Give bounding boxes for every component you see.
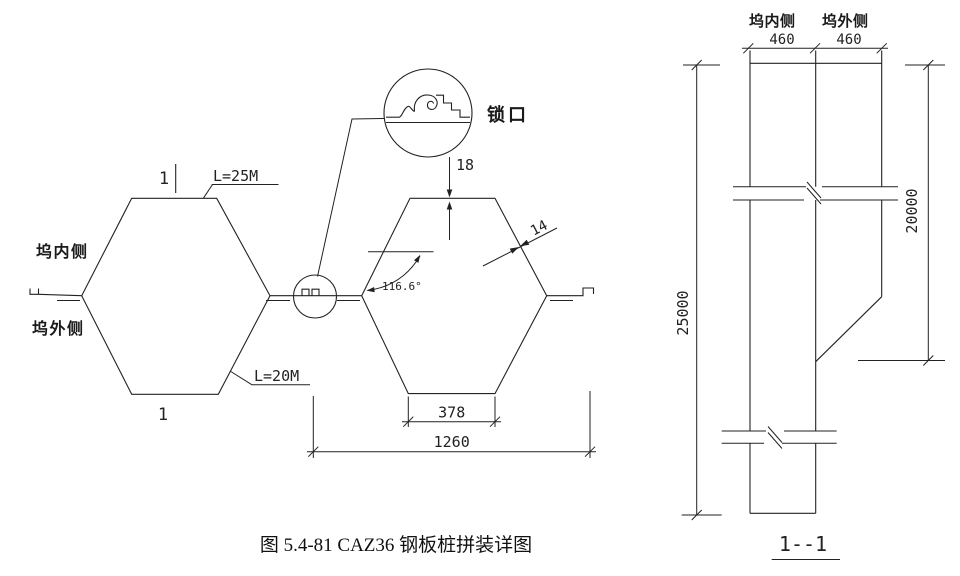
plan-view: 1 1 L=25M L=20M 坞内侧 坞外侧 锁口 18 — [29, 68, 596, 458]
left-interlock-connector — [29, 288, 82, 302]
outer-pile-diagonal-cut — [815, 296, 883, 363]
svg-text:L=20M: L=20M — [254, 367, 299, 385]
interlock-label: 锁口 — [487, 104, 529, 125]
length-label-20m: L=20M — [229, 367, 310, 386]
dim-1260: 1260 — [307, 391, 596, 458]
svg-text:18: 18 — [456, 156, 474, 174]
plan-label-dock-outer: 坞外侧 — [32, 319, 85, 338]
dim-460-pair: 460 460 — [742, 32, 888, 54]
break-symbol-upper — [733, 181, 898, 205]
dim-20000: 20000 — [858, 59, 945, 366]
section-mark-top: 1 — [159, 169, 169, 189]
right-interlock-connector — [546, 287, 595, 302]
dim-378: 378 — [402, 396, 501, 428]
elevation-view: 坞内侧 坞外侧 460 460 — [674, 12, 945, 561]
elev-label-dock-outer: 坞外侧 — [822, 12, 869, 30]
break-symbol-lower — [721, 426, 837, 449]
svg-text:L=25M: L=25M — [213, 167, 258, 185]
svg-text:1--1: 1--1 — [779, 532, 827, 556]
dim-web-thickness-14: 14 — [482, 217, 558, 267]
section-title: 1--1 — [771, 532, 840, 561]
section-mark-bottom: 1 — [158, 405, 168, 425]
detail-marker-circle — [292, 274, 338, 319]
dim-25000: 25000 — [674, 59, 722, 521]
pile-strips — [749, 50, 883, 514]
plan-label-dock-inner: 坞内侧 — [36, 242, 89, 261]
svg-text:20000: 20000 — [903, 188, 921, 233]
svg-text:460: 460 — [836, 32, 861, 48]
svg-text:460: 460 — [769, 32, 794, 48]
elev-label-dock-inner: 坞内侧 — [749, 12, 796, 30]
svg-text:116.6°: 116.6° — [382, 280, 422, 293]
detail-leader-line — [317, 118, 385, 277]
svg-text:1260: 1260 — [434, 433, 470, 451]
interlock-detail-balloon — [383, 68, 473, 158]
svg-text:25000: 25000 — [674, 290, 692, 335]
left-pile-hexagon — [81, 197, 271, 395]
length-label-25m: L=25M — [202, 167, 279, 199]
dim-angle: 116.6° — [366, 251, 434, 293]
svg-text:14: 14 — [528, 217, 550, 239]
middle-interlock-connector — [266, 288, 362, 302]
svg-text:378: 378 — [438, 404, 465, 422]
figure-caption: 图 5.4-81 CAZ36 钢板桩拼装详图 — [260, 534, 532, 556]
dim-flange-thickness-18: 18 — [446, 156, 474, 240]
right-pile-hexagon — [361, 197, 548, 395]
